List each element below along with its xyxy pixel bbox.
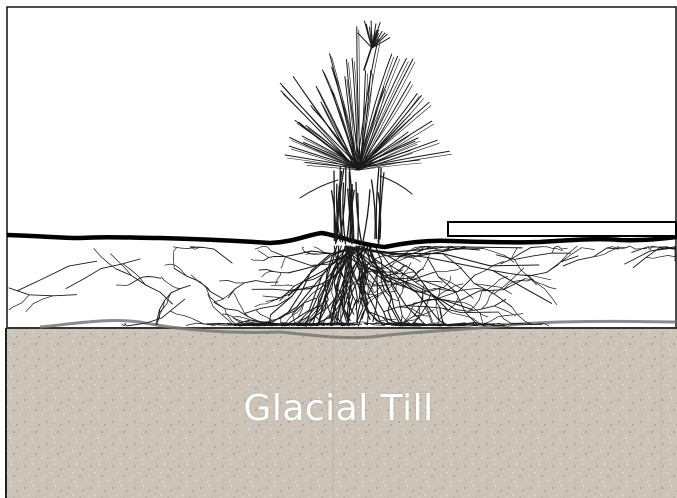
surface-bar [448, 222, 676, 236]
glacial-till-layer [6, 328, 677, 498]
